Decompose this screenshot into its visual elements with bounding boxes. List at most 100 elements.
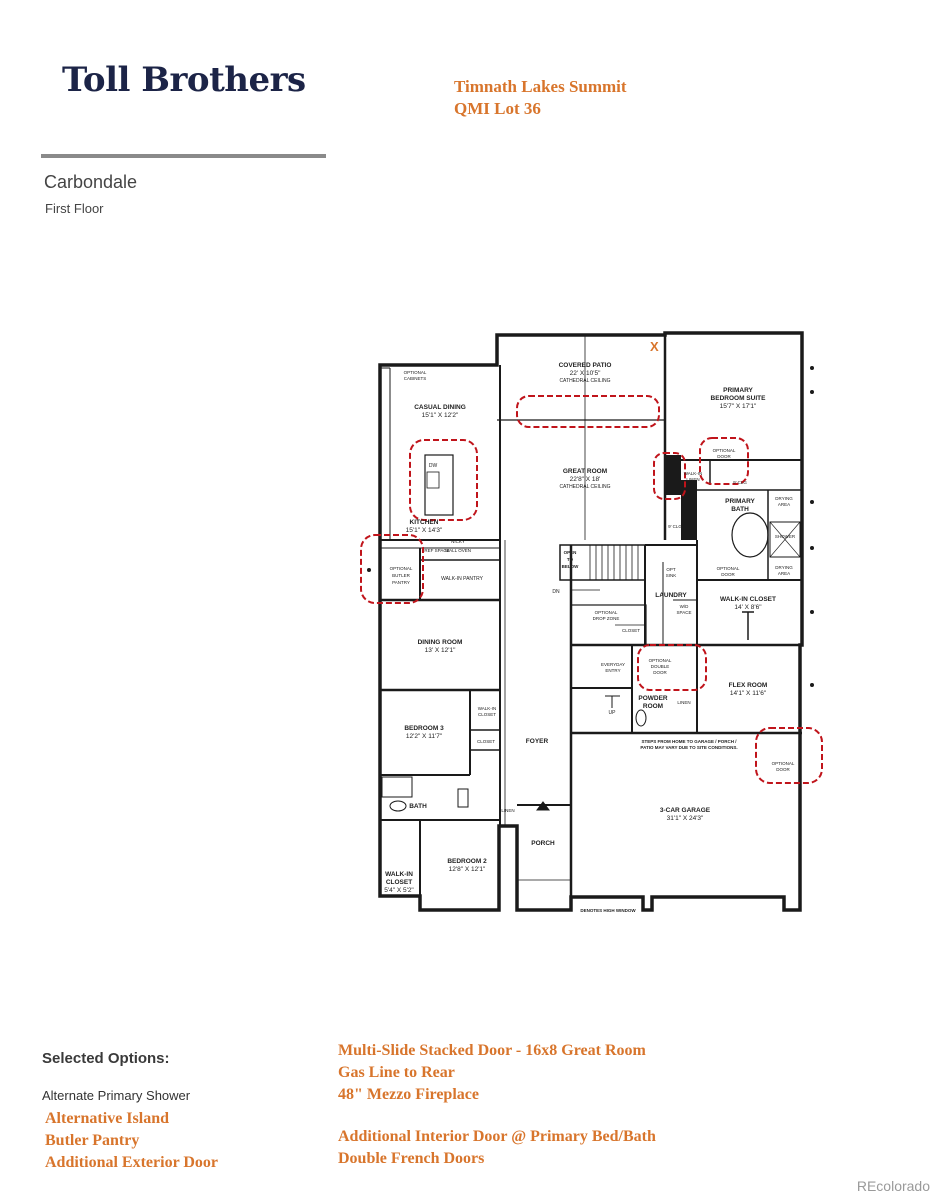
drying-area-bot-2: AREA [778,571,790,576]
optional-cabinets-2: CABINETS [404,376,427,381]
butler-pantry-2: BUTLER [392,573,411,578]
optional-double-door-3: DOOR [653,670,667,675]
clg-mid-label: 9' CLG [668,524,682,529]
option-item: Additional Interior Door @ Primary Bed/B… [338,1128,656,1145]
cloud-primary-door [699,437,749,485]
walkin-closet-primary-dims: 14' X 8'6" [734,604,762,611]
recolorado-watermark: REcolorado [856,1178,930,1194]
selected-options-title: Selected Options: [42,1050,170,1067]
garage-dims: 31'1" X 24'3" [667,815,704,822]
shower-label: SHOWER [775,534,796,539]
cloud-double-door [637,644,707,691]
laundry-label: LAUNDRY [655,592,687,599]
high-window-note: DENOTES HIGH WINDOW [580,908,636,913]
cloud-exterior-door [755,727,823,784]
community-name: Timnath Lakes Summit [454,77,627,96]
butler-pantry-1: OPTIONAL [390,566,413,571]
option-item: Additional Exterior Door [45,1154,219,1171]
great-room-label: GREAT ROOM [563,468,607,475]
great-room-dims: 22'8" X 18' [570,476,601,483]
options-left-list: Alternative Island Butler Pantry Additio… [45,1108,218,1174]
dining-room-label: DINING ROOM [418,639,463,646]
walkin-closet-b3-1: WALK-IN [478,706,497,711]
porch-label: PORCH [531,840,555,847]
cloud-butler-pantry [360,534,424,604]
option-item: Gas Line to Rear [338,1064,455,1081]
casual-dining-dims: 15'1" X 12'2" [422,412,459,419]
dining-room-dims: 13' X 12'1" [425,647,457,654]
bedroom2-label: BEDROOM 2 [447,858,487,865]
drying-area-top-2: AREA [778,502,790,507]
open-below-1: OPEN [564,550,577,555]
floor-name: First Floor [45,201,104,216]
community-label: Timnath Lakes Summit QMI Lot 36 [454,76,627,120]
option-item: Butler Pantry [45,1132,140,1149]
garage-note-1: STEPS FROM HOME TO GARAGE / PORCH / [642,739,738,744]
cloud-multislide-door [516,395,660,428]
foyer-label: FOYER [526,738,549,745]
option-item: Multi-Slide Stacked Door - 16x8 Great Ro… [338,1042,646,1059]
bedroom2-dims: 12'8" X 12'1" [449,866,486,873]
optional-door-top-1: OPTIONAL [713,448,736,453]
cloud-fireplace [653,452,686,500]
walkin-closet-primary-label: WALK-IN CLOSET [720,596,776,603]
optional-double-door-1: OPTIONAL [649,658,672,663]
everyday-entry-2: ENTRY [605,668,620,673]
wd-space-1: W/D [680,604,689,609]
primary-bath-label-2: BATH [731,506,749,513]
ref-space-label: REF SPACE [424,548,449,553]
wd-space-2: SPACE [677,610,692,615]
primary-suite-label: PRIMARY [723,387,753,394]
powder-linen-label: LINEN [677,700,690,705]
options-right-list-2: Additional Interior Door @ Primary Bed/B… [338,1126,656,1170]
kitchen-dims: 15'1" X 14'3" [406,527,443,534]
powder-room-label: POWDER [638,695,668,702]
linen-hall-label: LINEN [501,808,514,813]
standard-option: Alternate Primary Shower [42,1088,191,1103]
optional-door-garage-2: DOOR [776,767,790,772]
optional-door-bath-1: OPTIONAL [717,566,740,571]
optional-double-door-2: DOUBLE [651,664,670,669]
lot-label: QMI Lot 36 [454,99,541,118]
option-item: Alternative Island [45,1110,169,1127]
primary-suite-label-2: BEDROOM SUITE [711,395,767,402]
nicky-label: NICKY [451,539,465,544]
optional-cabinets-1: OPTIONAL [404,370,427,375]
drying-area-top-1: DRYING [775,496,793,501]
covered-patio-dims: 22' X 10'5" [570,370,602,377]
covered-patio-label: COVERED PATIO [559,362,612,369]
clg-top-label: 9' CLG [733,480,747,485]
casual-dining-label: CASUAL DINING [414,404,466,411]
wall-oven-label: WALL OVEN [445,548,471,553]
optional-door-top-2: DOOR [717,454,731,459]
opt-sink-2: SINK [666,573,677,578]
walkin-closet-b2-dims: 5'4" X 5'2" [384,887,414,894]
garage-note-2: PATIO MAY VARY DUE TO SITE CONDITIONS. [640,745,737,750]
option-item: 48" Mezzo Fireplace [338,1086,479,1103]
kitchen-label: KITCHEN [410,519,439,526]
lot-marker: X [650,339,659,354]
header-divider [41,154,326,158]
optional-door-bath-2: DOOR [721,572,735,577]
covered-patio-note: CATHEDRAL CEILING [559,378,610,384]
stairs-down-label: DN [552,589,560,595]
closet-b3-label: CLOSET [477,739,495,744]
drop-zone-2: DROP ZONE [593,616,620,621]
option-item: Double French Doors [338,1150,485,1167]
dishwasher-label: DW [429,463,438,469]
bedroom3-label: BEDROOM 3 [404,725,444,732]
walkin-closet-b2-label: WALK-IN [385,871,413,878]
flex-room-dims: 14'1" X 11'6" [730,690,767,697]
everyday-entry-1: EVERYDAY [601,662,625,667]
stairs-up-label: UP [609,710,617,716]
optional-door-garage-1: OPTIONAL [772,761,795,766]
plan-name: Carbondale [44,172,138,192]
opt-sink-1: OPT [666,567,676,572]
open-below-2: TO [567,557,574,562]
walkin-linen-1: WALK-IN [684,471,703,476]
drop-zone-1: OPTIONAL [595,610,618,615]
bedroom3-dims: 12'2" X 11'7" [406,733,443,740]
walkin-closet-b3-2: CLOSET [478,712,496,717]
flex-room-label: FLEX ROOM [729,682,768,689]
